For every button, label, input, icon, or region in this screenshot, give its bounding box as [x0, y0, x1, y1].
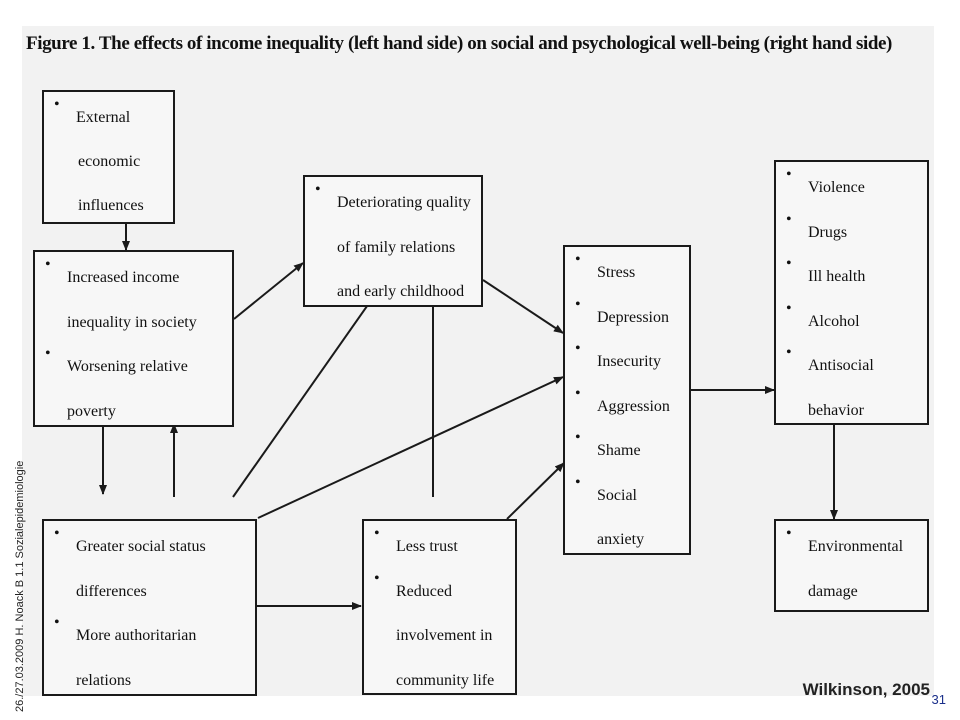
line: Stress [597, 264, 636, 281]
list: Greater social status differences More a… [52, 525, 247, 703]
list-item: Violence [784, 166, 919, 211]
line: Social [597, 486, 637, 504]
list-item: Reduced involvement in community life [372, 570, 507, 704]
line: Depression [597, 308, 669, 326]
line: Alcohol [808, 312, 860, 330]
line: and early childhood [337, 283, 465, 300]
line: Less trust [396, 538, 458, 555]
line: anxiety [597, 531, 645, 548]
line: Deteriorating quality [337, 194, 471, 211]
line: Shame [597, 442, 641, 459]
list: Less trust Reduced involvement in commun… [372, 525, 507, 703]
box-external-influences: External economic influences [42, 90, 175, 224]
line: poverty [67, 402, 116, 420]
line: Antisocial [808, 357, 874, 374]
list-item: Increased income inequality in society [43, 256, 224, 345]
box-environmental-damage: Environmental damage [774, 519, 929, 612]
line: Increased income [67, 269, 180, 286]
list: Increased income inequality in society W… [43, 256, 224, 434]
source-citation: Wilkinson, 2005 [802, 680, 930, 699]
list-item: Ill health [784, 255, 919, 300]
line: Ill health [808, 268, 866, 285]
list: External [52, 96, 165, 141]
page-number: 31 [931, 692, 946, 707]
list-item: Depression [573, 296, 681, 341]
arrow-family-to-psych [482, 279, 564, 334]
line: involvement in [396, 627, 493, 644]
line: External [76, 109, 131, 126]
line: inequality in society [67, 313, 197, 331]
box-social-outcomes: Violence Drugs Ill health Alcohol Antiso… [774, 160, 929, 425]
line: Insecurity [597, 353, 661, 370]
list-item: Insecurity [573, 340, 681, 385]
line: Aggression [597, 397, 670, 415]
list-item: Aggression [573, 385, 681, 430]
line: Reduced [396, 582, 452, 600]
box-trust: Less trust Reduced involvement in commun… [362, 519, 517, 695]
line: differences [76, 582, 147, 600]
line: damage [808, 582, 858, 600]
list-item: Stress [573, 251, 681, 296]
line: community life [396, 671, 495, 689]
list: Violence Drugs Ill health Alcohol Antiso… [784, 166, 919, 433]
line: Greater social status [76, 538, 206, 555]
box-income-inequality: Increased income inequality in society W… [33, 250, 234, 427]
line: Environmental [808, 538, 904, 555]
list: Deteriorating quality of family relation… [313, 181, 473, 315]
list-item: Social anxiety [573, 474, 681, 563]
box-psychological-effects: Stress Depression Insecurity Aggression … [563, 245, 691, 555]
line: behavior [808, 401, 864, 419]
line: Worsening relative [67, 358, 188, 375]
list-item: Drugs [784, 211, 919, 256]
list-item: Greater social status differences [52, 525, 247, 614]
list-item: Deteriorating quality of family relation… [313, 181, 473, 315]
line: Violence [808, 179, 865, 196]
list-item: Worsening relative poverty [43, 345, 224, 434]
list-item: Less trust [372, 525, 507, 570]
arrow-inequality-to-family [233, 262, 304, 320]
line: Drugs [808, 223, 848, 241]
line: More authoritarian [76, 627, 197, 644]
list-item: Alcohol [784, 300, 919, 345]
box-social-status: Greater social status differences More a… [42, 519, 257, 696]
arrow-trust-to-psych [506, 462, 565, 520]
figure-title: Figure 1. The effects of income inequali… [26, 33, 892, 54]
list-item: External [52, 96, 165, 141]
arrow-status-to-psych [257, 376, 564, 519]
line: economic [78, 153, 141, 170]
list-item: Shame [573, 429, 681, 474]
list-item: Environmental damage [784, 525, 919, 614]
slide-credit: 26./27.03.2009 H. Noack B 1.1 Sozialepid… [14, 460, 26, 712]
list-item: More authoritarian relations [52, 614, 247, 703]
line: of family relations [337, 238, 456, 256]
list: Stress Depression Insecurity Aggression … [573, 251, 681, 563]
list: Environmental damage [784, 525, 919, 614]
line: influences [78, 197, 144, 214]
list-item: Antisocial behavior [784, 344, 919, 433]
box-family-relations: Deteriorating quality of family relation… [303, 175, 483, 307]
line: relations [76, 671, 132, 689]
